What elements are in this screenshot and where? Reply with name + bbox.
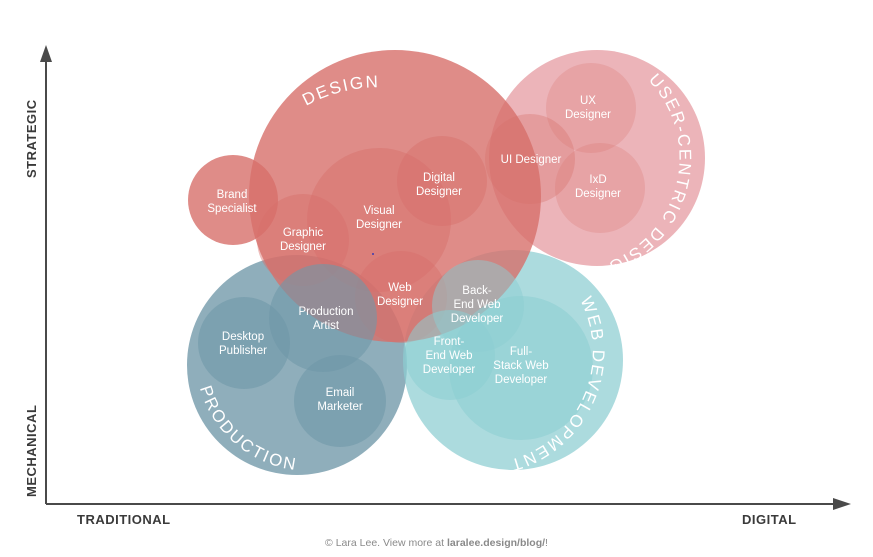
full-stack-web-developer-label-line: Stack Web <box>493 360 548 372</box>
ux-designer-label-line: Designer <box>565 109 611 121</box>
footer-credit: © Lara Lee. View more at laralee.design/… <box>0 537 873 549</box>
production-artist-label-line: Artist <box>313 320 340 332</box>
email-marketer-label-line: Email <box>326 387 355 399</box>
ux-designer-label-line: UX <box>580 95 596 107</box>
digital-designer-label-line: Designer <box>416 186 462 198</box>
graphic-designer-label-line: Designer <box>280 241 326 253</box>
footer-link[interactable]: laralee.design/blog/ <box>447 537 546 549</box>
brand-specialist-label-line: Brand <box>217 189 248 201</box>
ui-designer-label: UI Designer <box>501 154 562 166</box>
ixd-designer-label-line: Designer <box>575 188 621 200</box>
ixd-designer-circle <box>555 143 645 233</box>
graphic-designer-circle <box>257 194 349 286</box>
x-axis-left-label: TRADITIONAL <box>77 512 171 527</box>
visual-designer-circle <box>307 148 451 292</box>
user-centric-group-circle <box>489 50 705 266</box>
brand-specialist-label-line: Specialist <box>207 203 257 215</box>
center-dot <box>372 253 374 255</box>
front-end-web-developer-label-line: End Web <box>425 350 472 362</box>
back-end-web-developer-label-line: Developer <box>451 313 504 325</box>
web-designer-label-line: Web <box>388 282 411 294</box>
desktop-publisher-label-line: Publisher <box>219 345 267 357</box>
visual-designer-label-line: Designer <box>356 219 402 231</box>
email-marketer-label-line: Marketer <box>317 401 363 413</box>
full-stack-web-developer-circle <box>449 296 593 440</box>
ixd-designer-label: IxD Designer <box>575 174 621 200</box>
footer-suffix: ! <box>545 537 548 549</box>
back-end-web-developer-label-line: End Web <box>453 299 500 311</box>
ui-designer-circle <box>485 114 575 204</box>
production-artist-label-line: Production <box>299 306 354 318</box>
front-end-web-developer-label-line: Developer <box>423 364 476 376</box>
ui-designer-label-line: UI Designer <box>501 154 562 166</box>
desktop-publisher-circle <box>198 297 290 389</box>
footer-prefix: © Lara Lee. View more at <box>325 537 447 549</box>
full-stack-web-developer-label-line: Full- <box>510 346 533 358</box>
y-axis-bottom-label: MECHANICAL <box>24 405 39 497</box>
y-axis-top-label: STRATEGIC <box>24 99 39 178</box>
ux-designer-label: UX Designer <box>565 95 611 121</box>
digital-designer-circle <box>397 136 487 226</box>
ixd-designer-label-line: IxD <box>589 174 606 186</box>
ux-designer-circle <box>546 63 636 153</box>
x-axis-arrow-icon <box>833 498 851 510</box>
web-designer-label-line: Designer <box>377 296 423 308</box>
x-axis-right-label: DIGITAL <box>742 512 797 527</box>
front-end-web-developer-label-line: Front- <box>434 336 465 348</box>
email-marketer-circle <box>294 355 386 447</box>
graphic-designer-label-line: Graphic <box>283 227 324 239</box>
digital-designer-label-line: Digital <box>423 172 455 184</box>
full-stack-web-developer-label-line: Developer <box>495 374 548 386</box>
desktop-publisher-label-line: Desktop <box>222 331 264 343</box>
back-end-web-developer-label-line: Back- <box>462 285 492 297</box>
visual-designer-label-line: Visual <box>363 205 394 217</box>
y-axis-arrow-icon <box>40 45 52 62</box>
production-artist-circle <box>269 264 377 372</box>
